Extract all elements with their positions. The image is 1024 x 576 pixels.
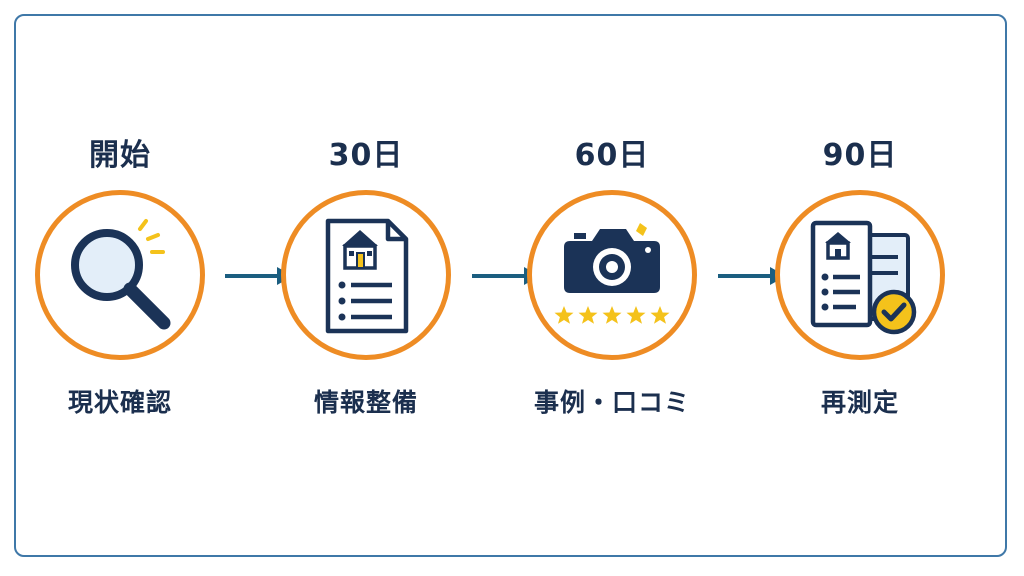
star-icon xyxy=(578,306,598,324)
step-circle xyxy=(775,190,945,360)
step-heading: 開始 xyxy=(89,138,151,173)
step-heading: 30日 xyxy=(328,138,404,173)
magnifier-icon xyxy=(71,219,171,330)
camera-rating-icon xyxy=(554,223,670,324)
step-circle xyxy=(527,190,697,360)
rating-stars xyxy=(554,306,670,324)
star-icon xyxy=(626,306,646,324)
step-heading: 90日 xyxy=(822,138,898,173)
step-label: 現状確認 xyxy=(67,388,172,417)
document-check-icon xyxy=(810,220,917,335)
star-icon xyxy=(602,306,622,324)
star-icon xyxy=(554,306,574,324)
step-label: 情報整備 xyxy=(313,388,418,417)
step-circle xyxy=(281,190,451,360)
step-30-days: 30日 情報整備 xyxy=(266,0,466,576)
property-document-icon xyxy=(325,218,409,334)
step-label: 再測定 xyxy=(820,388,899,417)
step-90-days: 90日 再測定 xyxy=(760,0,960,576)
step-label: 事例・口コミ xyxy=(533,388,690,417)
step-60-days: 60日 事例・口コミ xyxy=(512,0,712,576)
step-circle xyxy=(35,190,205,360)
step-start: 開始 現状確認 xyxy=(20,0,220,576)
star-icon xyxy=(650,306,670,324)
step-heading: 60日 xyxy=(574,138,650,173)
